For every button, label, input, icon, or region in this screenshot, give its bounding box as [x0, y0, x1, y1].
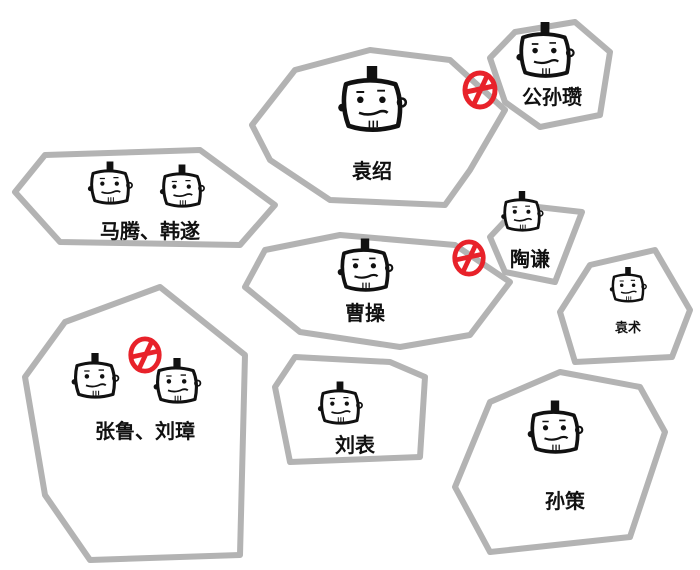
region-sunce	[452, 369, 668, 555]
label-yuanshao: 袁绍	[351, 159, 392, 183]
label-yuanshu: 袁术	[614, 320, 641, 336]
label-gongsunzan: 公孙瓒	[522, 85, 582, 109]
region-mateng-hansui	[12, 147, 278, 248]
label-mateng-hansui: 马腾、韩遂	[100, 219, 200, 243]
taoqian-face-icon	[499, 189, 545, 232]
region-caocao	[242, 232, 513, 350]
label-sunce: 孙策	[545, 489, 586, 513]
region-zhanglu-liuzhang	[22, 284, 248, 563]
region-yuanshu	[557, 247, 693, 365]
label-caocao: 曹操	[345, 301, 386, 325]
label-taoqian: 陶谦	[510, 247, 550, 271]
label-liubiao: 刘表	[335, 433, 376, 457]
label-zhanglu-liuzhang: 张鲁、刘璋	[95, 419, 195, 443]
